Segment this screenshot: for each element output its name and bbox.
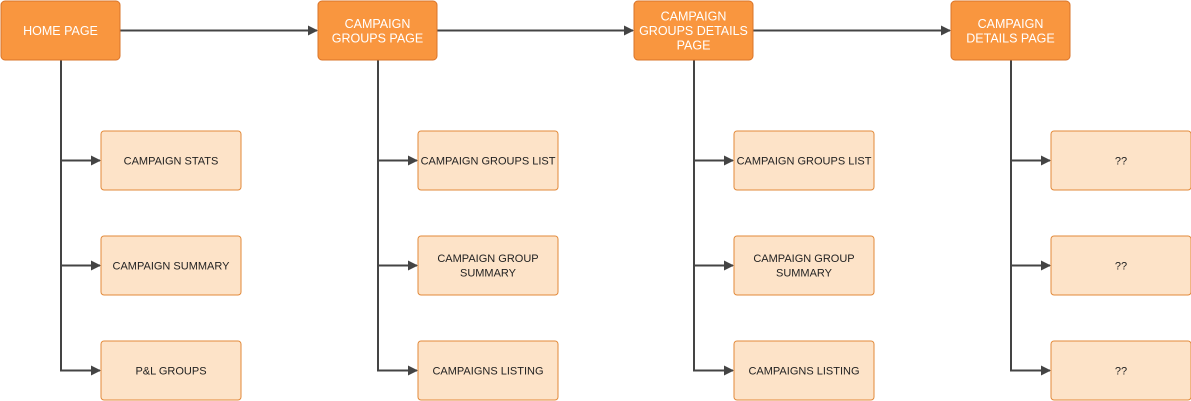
page-node-label: GROUPS PAGE <box>332 31 423 45</box>
section-node-label: ?? <box>1115 260 1127 272</box>
section-node-box <box>100 130 242 191</box>
section-node-box <box>417 130 559 191</box>
page-node-box <box>317 0 438 61</box>
section-node-unknown-2: ?? <box>1050 235 1191 296</box>
page-node-label: CAMPAIGN <box>345 17 411 31</box>
section-node-label: CAMPAIGNS LISTING <box>748 365 859 377</box>
section-node-campaign-group-summary: CAMPAIGN GROUP SUMMARY <box>417 235 559 296</box>
section-node-label: ?? <box>1115 365 1127 377</box>
section-node-campaign-groups-list: CAMPAIGN GROUPS LIST <box>733 130 875 191</box>
page-node-label: DETAILS PAGE <box>966 31 1054 45</box>
page-node-home: HOME PAGE <box>0 0 121 61</box>
page-node-box <box>633 0 754 61</box>
section-node-campaigns-listing: CAMPAIGNS LISTING <box>733 340 875 401</box>
section-node-label: ?? <box>1115 155 1127 167</box>
page-node-label: CAMPAIGN <box>661 10 727 24</box>
page-node-label: HOME PAGE <box>23 24 98 38</box>
section-node-label: SUMMARY <box>460 268 517 280</box>
section-node-box <box>417 235 559 296</box>
page-node-box <box>950 0 1071 61</box>
page-node-label: GROUPS DETAILS <box>639 24 748 38</box>
section-node-campaign-group-summary: CAMPAIGN GROUP SUMMARY <box>733 235 875 296</box>
page-node-box <box>0 0 121 61</box>
section-node-label: CAMPAIGNS LISTING <box>432 365 543 377</box>
section-node-label: CAMPAIGN GROUP <box>437 253 538 265</box>
page-node-label: CAMPAIGN <box>978 17 1044 31</box>
section-node-box <box>1050 130 1191 191</box>
section-node-box <box>100 235 242 296</box>
section-node-label: P&L GROUPS <box>135 365 206 377</box>
section-node-campaign-groups-list: CAMPAIGN GROUPS LIST <box>417 130 559 191</box>
section-node-campaigns-listing: CAMPAIGNS LISTING <box>417 340 559 401</box>
section-node-label: CAMPAIGN GROUP <box>753 253 854 265</box>
section-node-box <box>1050 235 1191 296</box>
section-node-box <box>733 130 875 191</box>
section-node-unknown-1: ?? <box>1050 130 1191 191</box>
section-node-box <box>1050 340 1191 401</box>
section-node-label: CAMPAIGN SUMMARY <box>113 260 231 272</box>
section-node-unknown-3: ?? <box>1050 340 1191 401</box>
connectors <box>60 25 1051 376</box>
page-node-label: PAGE <box>677 39 711 53</box>
section-node-label: CAMPAIGN STATS <box>124 155 219 167</box>
section-node-label: CAMPAIGN GROUPS LIST <box>737 155 872 167</box>
section-node-box <box>733 340 875 401</box>
section-node-box <box>100 340 242 401</box>
section-node-box <box>417 340 559 401</box>
section-node-label: SUMMARY <box>776 268 833 280</box>
section-node-campaign-stats: CAMPAIGN STATS <box>100 130 242 191</box>
section-node-box <box>733 235 875 296</box>
section-node-label: CAMPAIGN GROUPS LIST <box>421 155 556 167</box>
section-node-pl-groups: P&L GROUPS <box>100 340 242 401</box>
section-node-campaign-summary: CAMPAIGN SUMMARY <box>100 235 242 296</box>
